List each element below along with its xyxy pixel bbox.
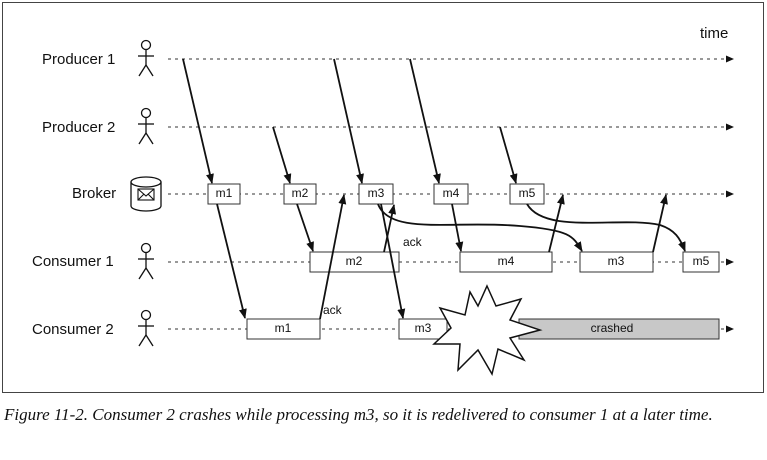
crashed-label: crashed (591, 321, 634, 335)
consumer-1-person-icon (138, 242, 154, 280)
arrow-deliver-m1-to-consumer2 (216, 203, 247, 319)
arrow-producer1-to-broker-m4 (409, 58, 441, 184)
arrow-producer1-to-broker-m3 (333, 58, 364, 184)
arrow-deliver-m2-to-consumer1 (296, 203, 314, 252)
crash-burst-icon (432, 284, 543, 376)
arrow-ack-m3-from-consumer1 (652, 194, 668, 253)
producer-2-person-icon (138, 107, 154, 145)
broker-message-label: m1 (216, 186, 233, 200)
broker-message-box (283, 183, 317, 205)
ack-label-consumer-1: ack (403, 235, 423, 249)
arrow-deliver-m4-to-consumer1 (451, 203, 464, 252)
ack-label-consumer-2: ack (323, 303, 343, 317)
consumer-2-processing-label: m1 (275, 321, 292, 335)
consumer-2-processing-label: m3 (415, 321, 432, 335)
lane-label-producer-1: Producer 1 (42, 51, 115, 68)
figure-caption: Figure 11-2. Consumer 2 crashes while pr… (4, 405, 713, 424)
broker-message-box (207, 183, 241, 205)
broker-message-label: m3 (368, 186, 385, 200)
consumer-1-processing-label: m2 (346, 254, 363, 268)
arrow-deliver-m3-to-consumer2 (380, 203, 406, 319)
arrow-deliver-m5-to-consumer1 (526, 203, 686, 252)
broker-message-label: m4 (443, 186, 460, 200)
broker-message-box (358, 183, 394, 205)
broker-message-label: m5 (519, 186, 536, 200)
broker-message-box (433, 183, 469, 205)
consumer-2-processing-box (246, 318, 321, 340)
producer-1-person-icon (138, 39, 154, 77)
consumer-1-processing-box (459, 251, 553, 273)
lane-label-consumer-1: Consumer 1 (32, 253, 114, 270)
consumer-2-person-icon (138, 309, 154, 347)
arrow-ack-m4-from-consumer1 (548, 194, 565, 253)
arrow-producer2-to-broker-m5 (499, 126, 518, 184)
arrow-producer2-to-broker-m2 (272, 126, 292, 184)
consumer-1-processing-label: m5 (693, 254, 710, 268)
time-label: time (700, 25, 728, 42)
arrow-ack-m1-from-consumer2 (319, 194, 347, 320)
arrow-producer1-to-broker-m1 (182, 58, 214, 184)
consumer-1-processing-label: m3 (608, 254, 625, 268)
consumer-2-processing-box (398, 318, 448, 340)
broker-database-icon (130, 176, 162, 212)
lane-label-broker: Broker (72, 185, 116, 202)
consumer-1-processing-box (579, 251, 654, 273)
broker-message-label: m2 (292, 186, 309, 200)
lane-label-producer-2: Producer 2 (42, 119, 115, 136)
arrow-redeliver-m3-to-consumer1 (377, 203, 583, 252)
consumer-1-processing-label: m4 (498, 254, 515, 268)
consumer-1-processing-box (682, 251, 720, 273)
lane-label-consumer-2: Consumer 2 (32, 321, 114, 338)
arrow-ack-m2-from-consumer1 (383, 204, 397, 253)
